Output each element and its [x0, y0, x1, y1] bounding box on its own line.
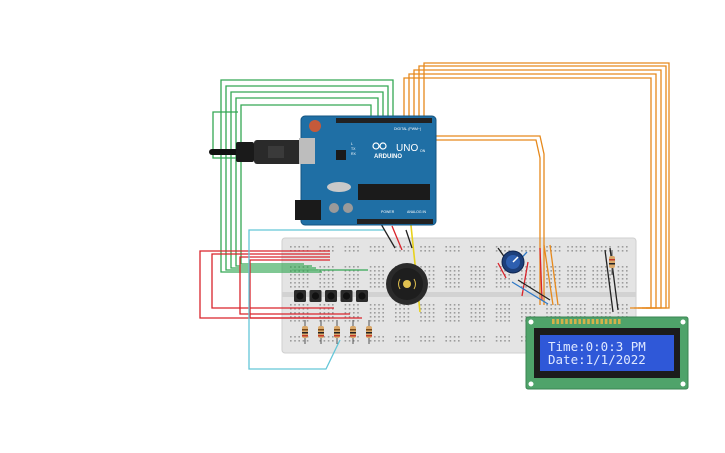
pushbutton[interactable]: [294, 290, 306, 302]
capacitor: [343, 203, 353, 213]
usb-port: [299, 138, 315, 164]
piezo-buzzer[interactable]: [386, 263, 428, 305]
arduino-uno-board[interactable]: DIGITAL (PWM~) ARDUINO UNO POWER ANALOG …: [295, 115, 437, 226]
mount-hole: [680, 381, 686, 387]
buzzer-center: [403, 280, 411, 288]
atmega-chip: [358, 184, 430, 200]
brand-label: ARDUINO: [374, 154, 402, 160]
lcd-line-2: Date:1/1/2022: [548, 352, 646, 367]
resistor[interactable]: [334, 320, 340, 344]
model-label: UNO: [396, 143, 418, 154]
potentiometer[interactable]: [501, 250, 525, 274]
orange-wires: [403, 62, 670, 309]
resistor[interactable]: [350, 320, 356, 344]
pushbutton[interactable]: [356, 290, 368, 302]
resistor[interactable]: [366, 320, 372, 344]
digital-header-label: DIGITAL (PWM~): [394, 127, 421, 131]
pushbuttons: [294, 290, 368, 302]
power-analog-header: [357, 219, 433, 224]
usb-chip: [336, 150, 346, 160]
led-l-label: L: [351, 142, 353, 146]
mount-hole: [528, 381, 534, 387]
lcd-16x2-display[interactable]: Time:0:0:3 PM Date:1/1/2022: [525, 316, 689, 390]
resistors: [302, 320, 372, 344]
arduino-infinity-logo: [372, 142, 387, 150]
resistor[interactable]: [302, 320, 308, 344]
digital-header: [336, 118, 432, 123]
green-wires: [212, 79, 394, 273]
power-jack: [295, 200, 321, 220]
led-rx-label: RX: [351, 152, 357, 156]
pushbutton[interactable]: [309, 290, 322, 302]
capacitor: [329, 203, 339, 213]
cyan-wire: [248, 229, 384, 370]
red-wires: [199, 225, 543, 319]
lcd-screen: [540, 335, 674, 371]
analog-label: ANALOG IN: [407, 210, 427, 214]
led-tx-label: TX: [351, 147, 356, 151]
lcd-line-1: Time:0:0:3 PM: [548, 339, 646, 354]
crystal: [327, 182, 351, 192]
reset-button[interactable]: [309, 120, 321, 132]
on-led-label: ON: [420, 149, 426, 153]
lcd-pin-header: [552, 319, 621, 324]
pushbutton[interactable]: [340, 290, 353, 302]
resistor-right[interactable]: [609, 250, 615, 275]
resistor[interactable]: [318, 320, 324, 344]
power-label: POWER: [381, 210, 395, 214]
pushbutton[interactable]: [325, 290, 337, 302]
mount-hole: [680, 319, 686, 325]
mount-hole: [528, 319, 534, 325]
usb-cable: [209, 140, 304, 164]
